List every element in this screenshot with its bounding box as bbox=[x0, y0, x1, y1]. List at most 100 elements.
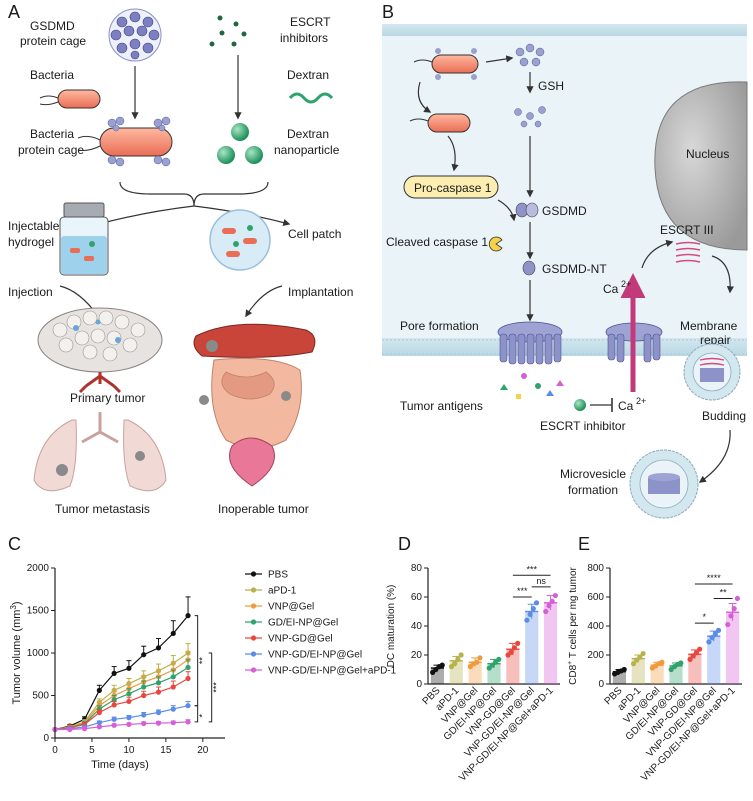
d-dot bbox=[530, 606, 536, 612]
ca-top-label: Ca bbox=[603, 282, 619, 296]
metastasis-label: Tumor metastasis bbox=[55, 502, 150, 516]
c-x-tick-label: 15 bbox=[160, 745, 172, 756]
e-dot bbox=[734, 595, 740, 602]
c-data-point bbox=[185, 613, 191, 619]
d-dot bbox=[524, 617, 530, 623]
d-y-tick-label: 0 bbox=[416, 679, 422, 690]
c-y-axis-label: Tumor volume (mm3) bbox=[9, 601, 23, 704]
c-data-point bbox=[96, 687, 102, 694]
d-dot bbox=[496, 656, 502, 662]
c-legend-marker-3 bbox=[250, 619, 257, 625]
e-dot bbox=[715, 627, 722, 633]
c-legend-marker-1 bbox=[250, 587, 257, 593]
escrt3-label: ESCRT III bbox=[660, 223, 714, 237]
c-legend-label-1: aPD-1 bbox=[268, 586, 297, 597]
c-data-point bbox=[126, 665, 132, 671]
c-data-point bbox=[185, 719, 191, 725]
d-sig-label-1: ns bbox=[536, 576, 546, 586]
d-dot bbox=[452, 661, 458, 667]
c-data-point bbox=[96, 709, 102, 716]
e-dot bbox=[728, 613, 734, 619]
e-dot bbox=[709, 635, 715, 641]
e-dot bbox=[731, 606, 737, 612]
c-data-point bbox=[126, 691, 132, 697]
c-data-point bbox=[111, 716, 117, 722]
d-y-tick-label: 40 bbox=[411, 621, 423, 632]
panel-b: B Nucleus GSH P bbox=[382, 2, 748, 519]
e-dot bbox=[640, 650, 646, 657]
e-dot bbox=[693, 650, 700, 656]
c-legend-marker-5 bbox=[250, 651, 257, 657]
microvesicle bbox=[629, 449, 699, 519]
c-data-point bbox=[67, 726, 73, 733]
membrane-repair-label-1: Membrane bbox=[680, 319, 738, 333]
e-dot bbox=[637, 654, 643, 660]
c-data-point bbox=[170, 684, 176, 690]
microvesicle-label-2: formation bbox=[568, 483, 618, 497]
e-y-tick-label: 600 bbox=[587, 592, 604, 603]
c-legend-label-6: VNP-GD/EI-NP@Gel+aPD-1 bbox=[268, 666, 397, 677]
d-dot bbox=[533, 600, 540, 606]
d-bar-5 bbox=[525, 611, 539, 684]
d-dot bbox=[474, 659, 480, 665]
c-y-tick-label: 0 bbox=[43, 733, 49, 744]
d-dot bbox=[458, 652, 464, 658]
c-sig-bracket-3 bbox=[208, 652, 213, 723]
cleaved-caspase-icon bbox=[488, 236, 503, 252]
c-x-tick-label: 20 bbox=[197, 745, 209, 756]
nucleus-shape bbox=[654, 81, 748, 251]
lungs-illustration bbox=[33, 412, 167, 492]
c-data-point bbox=[155, 645, 162, 651]
c-y-axis-label-main: Tumor volume (mm bbox=[11, 610, 23, 705]
d-y-tick-label: 80 bbox=[411, 563, 423, 574]
d-dot bbox=[543, 608, 549, 615]
e-y-axis-label: CD8+ T cells per mg tumor bbox=[567, 567, 579, 685]
e-dot bbox=[630, 661, 637, 667]
cell-patch-icon bbox=[209, 209, 271, 271]
dextran-nanoparticle-icon bbox=[217, 123, 263, 164]
c-x-axis-label: Time (days) bbox=[91, 759, 149, 771]
c-series-line-4 bbox=[54, 677, 189, 731]
b-bacteria-cage-icon bbox=[413, 48, 479, 80]
gsdmd-nt-icon bbox=[522, 260, 536, 276]
c-x-tick-label: 10 bbox=[123, 745, 135, 756]
gsdmd-cage-label-2: protein cage bbox=[20, 34, 86, 48]
c-data-point bbox=[141, 720, 147, 727]
dextran-np-label-1: Dextran bbox=[287, 127, 329, 141]
c-legend-marker-6 bbox=[250, 667, 257, 673]
c-sig-label-1: ** bbox=[198, 657, 208, 665]
merge-brace bbox=[119, 181, 269, 207]
bacteria-icon bbox=[39, 89, 101, 109]
d-dot bbox=[515, 640, 521, 647]
tumor-antigens-label: Tumor antigens bbox=[400, 399, 483, 413]
e-dot bbox=[725, 621, 731, 628]
hydrogel-label-2: hydrogel bbox=[8, 235, 54, 249]
c-y-tick-label: 1500 bbox=[27, 606, 50, 617]
e-dot bbox=[678, 660, 684, 666]
e-y-axis-label-sup: + bbox=[567, 661, 574, 665]
d-dot bbox=[527, 611, 533, 618]
escrt-inhibitor-label: ESCRT inhibitor bbox=[540, 419, 626, 433]
c-x-tick-label: 5 bbox=[89, 745, 95, 756]
c-data-point bbox=[170, 706, 176, 712]
injection-label: Injection bbox=[8, 285, 53, 299]
cell-patch-label: Cell patch bbox=[288, 227, 341, 241]
ca-bottom-label: Ca bbox=[618, 399, 634, 413]
ca-bottom-superscript: 2+ bbox=[636, 396, 646, 406]
e-dot bbox=[712, 631, 718, 637]
d-dot bbox=[508, 649, 514, 655]
c-legend-label-0: PBS bbox=[268, 570, 288, 581]
inoperable-label: Inoperable tumor bbox=[218, 502, 309, 516]
e-dot bbox=[621, 666, 627, 673]
c-data-point bbox=[170, 720, 176, 726]
membrane-repair-label-2: repair bbox=[700, 333, 731, 347]
dextran-label: Dextran bbox=[287, 68, 329, 82]
e-dot bbox=[659, 659, 665, 665]
panel-label-a: A bbox=[8, 2, 20, 22]
c-data-point bbox=[96, 720, 102, 726]
c-y-axis-label-sup: 3 bbox=[9, 605, 18, 610]
procaspase-label: Pro-caspase 1 bbox=[414, 181, 492, 195]
e-sig-label-1: ** bbox=[720, 587, 728, 597]
c-data-point bbox=[126, 698, 132, 705]
